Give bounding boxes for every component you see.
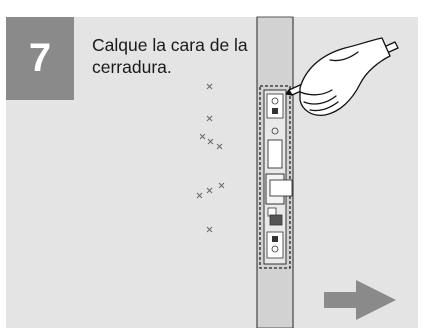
next-arrow-icon [324, 280, 396, 320]
pencil-hand-icon [285, 37, 399, 116]
step-number-badge: 7 [6, 17, 74, 100]
lockset-faceplate-icon [259, 85, 293, 269]
trace-marks [196, 83, 225, 233]
step-instruction-text: Calque la cara de la cerradura. [92, 35, 248, 77]
